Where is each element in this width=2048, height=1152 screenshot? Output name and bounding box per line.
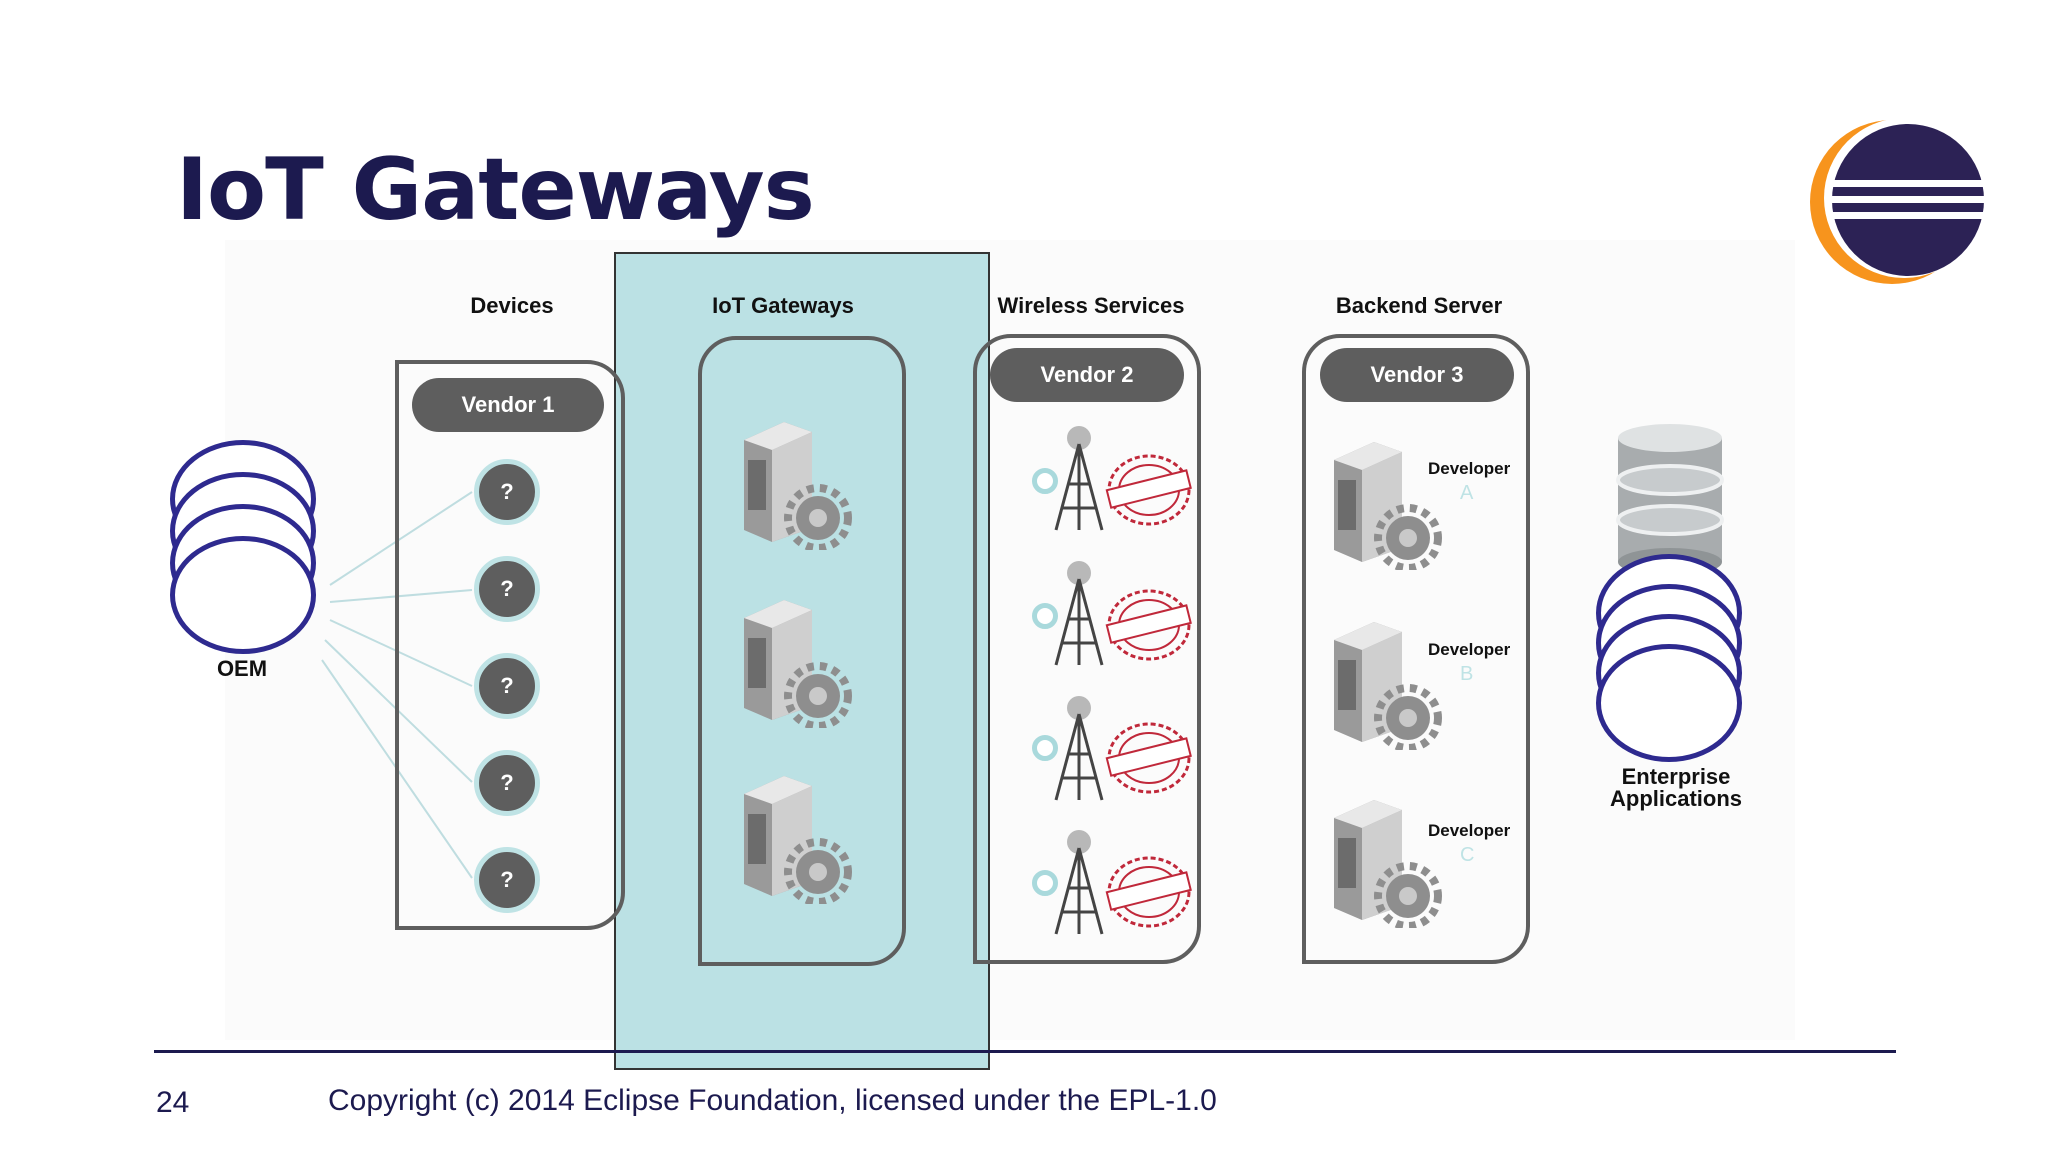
antenna-tower-icon (1054, 696, 1104, 801)
device-node: ? (474, 750, 540, 816)
certified-stamp-icon (1105, 856, 1192, 928)
developer-letter: C (1460, 844, 1475, 866)
wireless-panel (973, 334, 1201, 964)
certified-stamp-icon (1105, 589, 1192, 661)
oem-ellipse (170, 536, 316, 654)
certified-stamp-icon (1105, 454, 1192, 526)
developer-letter: B (1460, 663, 1474, 685)
footer-rule (154, 1050, 1896, 1053)
devices-panel (395, 360, 625, 930)
vendor-1-pill: Vendor 1 (412, 378, 604, 432)
server-gear-icon (1334, 622, 1442, 750)
oem-label: OEM (216, 656, 268, 681)
ring-dot-icon (1032, 468, 1058, 494)
eclipse-logo-icon (1810, 118, 1988, 284)
enterprise-ellipse (1596, 644, 1742, 762)
server-gear-icon (1334, 800, 1442, 928)
backend-panel (1302, 334, 1530, 964)
antenna-tower-icon (1054, 561, 1104, 666)
page-number: 24 (156, 1086, 190, 1119)
developer-letter: A (1460, 482, 1474, 504)
antenna-tower-icon (1054, 426, 1104, 531)
gateways-panel (698, 336, 906, 966)
server-gear-icon (744, 422, 852, 550)
device-node: ? (474, 459, 540, 525)
column-title-gateways: IoT Gateways (712, 293, 854, 318)
ring-dot-icon (1032, 870, 1058, 896)
column-title-backend: Backend Server (1335, 293, 1503, 318)
column-title-devices: Devices (470, 293, 554, 318)
enterprise-label-line1: Enterprise (1621, 764, 1731, 789)
ring-dot-icon (1032, 603, 1058, 629)
column-title-wireless: Wireless Services (997, 293, 1185, 318)
antenna-tower-icon (1054, 830, 1104, 935)
copyright-text: Copyright (c) 2014 Eclipse Foundation, l… (328, 1084, 1217, 1117)
server-gear-icon (1334, 442, 1442, 570)
device-node: ? (474, 556, 540, 622)
server-gear-icon (744, 600, 852, 728)
developer-label: Developer (1428, 640, 1511, 659)
server-gear-icon (744, 776, 852, 904)
device-node: ? (474, 847, 540, 913)
certified-stamp-icon (1105, 722, 1192, 794)
vendor-3-pill: Vendor 3 (1320, 348, 1514, 402)
vendor-2-pill: Vendor 2 (990, 348, 1184, 402)
device-node: ? (474, 653, 540, 719)
developer-label: Developer (1428, 459, 1511, 478)
ring-dot-icon (1032, 735, 1058, 761)
slide-title: IoT Gateways (176, 140, 815, 240)
enterprise-label-line2: Applications (1609, 786, 1743, 811)
database-icon (1616, 424, 1724, 570)
developer-label: Developer (1428, 821, 1511, 840)
